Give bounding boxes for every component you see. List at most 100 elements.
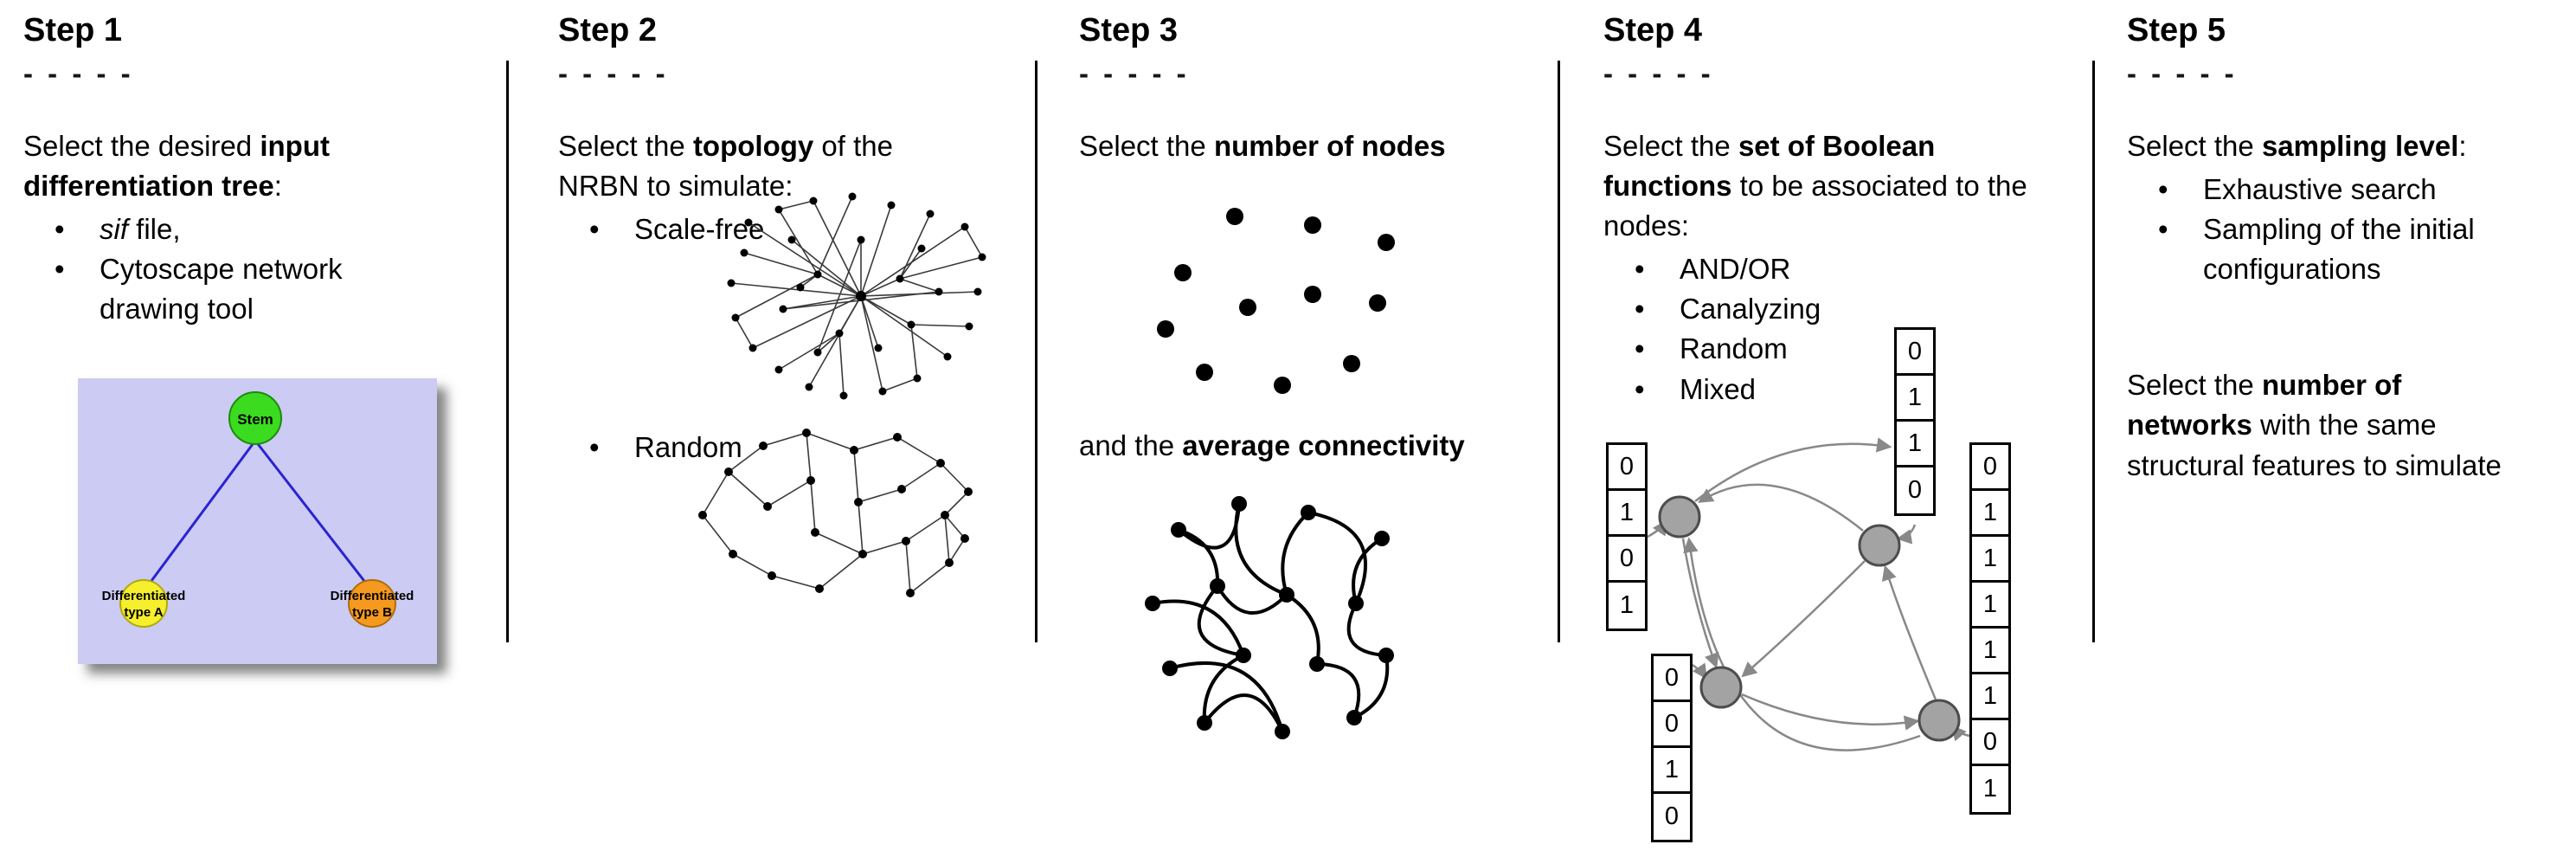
- step-4-column: Step 4 - - - - - Select the set of Boole…: [1603, 10, 2157, 842]
- bullet-marker: •: [1635, 332, 1645, 365]
- bullet-item: • Exhaustive search: [2127, 170, 2560, 210]
- step-1-column: Step 1 - - - - - Select the desired inpu…: [23, 10, 508, 664]
- intro-post: of the NRBN to simulate:: [558, 129, 893, 202]
- step-5-bullets: • Exhaustive search • Sampling of the in…: [2127, 170, 2560, 290]
- bullet-label-rest: file,: [128, 212, 181, 245]
- differentiation-tree-illustration: Stem Differentiated type A Differentiate…: [78, 378, 437, 664]
- bullet-item: • Scale-free: [558, 210, 1025, 249]
- step-5-dashes: - - - - -: [2127, 56, 2238, 89]
- step-4-dashes: - - - - -: [1603, 56, 1714, 89]
- connectivity-network-illustration: [1145, 496, 1394, 739]
- truth-table-cell: 0: [1609, 445, 1645, 491]
- truth-table-cell: 1: [1654, 748, 1690, 794]
- intro-post: :: [273, 169, 282, 202]
- step-2-column: Step 2 - - - - - Select the topology of …: [558, 10, 1025, 597]
- tree-edge-b: [254, 440, 369, 585]
- intro-pre: Select the: [558, 129, 693, 162]
- truth-table-cell: 0: [1897, 330, 1933, 376]
- intro-bold: sampling level: [2261, 129, 2459, 162]
- truth-table-cell: 0: [1907, 476, 1923, 504]
- intro-pre: Select the: [1079, 129, 1214, 162]
- step-3-second-line: and the average connectivity: [1079, 426, 1465, 466]
- truth-table-cell: 0: [1609, 537, 1645, 583]
- step-5-intro: Select the sampling level:: [2127, 126, 2560, 166]
- intro-pre: Select the: [1603, 129, 1738, 162]
- column-divider: [506, 61, 509, 642]
- differentiation-tree-svg: Stem Differentiated type A Differentiate…: [78, 378, 437, 664]
- step-4-intro: Select the set of Boolean functions to b…: [1603, 126, 2036, 247]
- truth-table-cell: 0: [1654, 702, 1690, 748]
- truth-table-cell: 1: [1972, 537, 2008, 583]
- step-2-bullets: • Scale-free: [558, 210, 1025, 249]
- truth-table-cell: 1: [1972, 583, 2008, 629]
- step-1-intro: Select the desired input differentiation…: [23, 126, 491, 206]
- step-4-bullets: • AND/OR • Canalyzing • Random • Mixed: [1603, 249, 2157, 409]
- bullet-item: • sif file,: [23, 210, 508, 249]
- step-4-title: Step 4: [1603, 12, 1703, 48]
- second-bold: average connectivity: [1182, 429, 1465, 461]
- second-pre: Select the: [2127, 369, 2262, 402]
- truth-table-cell: 1: [1982, 775, 1998, 803]
- bullet-label: Random: [1680, 332, 1788, 365]
- step-1-dashes: - - - - -: [23, 56, 134, 89]
- bullet-item: • Random: [558, 428, 742, 467]
- intro-pre: Select the desired: [23, 129, 260, 162]
- column-divider: [1558, 61, 1560, 642]
- truth-table-cell: 1: [1609, 491, 1645, 537]
- bullet-item: • Sampling of the initial configurations: [2127, 210, 2560, 289]
- step-2-dashes: - - - - -: [558, 56, 669, 89]
- bullet-label: Cytoscape network drawing tool: [100, 253, 343, 326]
- step-5-second-paragraph: Select the number of networks with the s…: [2127, 365, 2516, 486]
- bullet-marker: •: [2158, 172, 2168, 205]
- intro-pre: Select the: [2127, 129, 2262, 162]
- step-1-bullets: • sif file, • Cytoscape network drawing …: [23, 210, 508, 330]
- column-divider: [1035, 61, 1037, 642]
- bullet-marker: •: [1635, 372, 1645, 405]
- step-5-column: Step 5 - - - - - Select the sampling lev…: [2127, 10, 2560, 486]
- step-1-title: Step 1: [23, 12, 123, 48]
- bullet-marker: •: [55, 212, 65, 245]
- bullet-item: • Canalyzing: [1603, 289, 2157, 329]
- step-2-intro: Select the topology of the NRBN to simul…: [558, 126, 965, 206]
- intro-bold: topology: [692, 129, 814, 162]
- bullet-marker: •: [589, 212, 600, 245]
- type-b-label-line1: Differentiated: [331, 589, 414, 603]
- bullet-marker: •: [589, 431, 600, 463]
- truth-table-cell: 0: [1654, 656, 1690, 702]
- truth-table-cell: 1: [1897, 422, 1933, 467]
- stem-label: Stem: [237, 411, 273, 428]
- intro-post: to be associated to the nodes:: [1603, 169, 2027, 242]
- node-dots-illustration: [1157, 208, 1395, 394]
- type-a-label-line1: Differentiated: [102, 589, 186, 603]
- sif-italic: sif: [100, 212, 128, 245]
- bullet-item: • AND/OR: [1603, 249, 2157, 289]
- intro-bold: set of Boolean functions: [1603, 129, 1936, 202]
- bullet-label: Sampling of the initial configurations: [2203, 212, 2475, 286]
- stem-node: [228, 391, 282, 445]
- bullet-item: • Random: [1603, 329, 2157, 369]
- truth-table-cell: 0: [1664, 803, 1680, 830]
- bullet-item: • Cytoscape network drawing tool: [23, 249, 508, 329]
- boolean-network-illustration: [1647, 437, 1970, 751]
- truth-table-cell: 1: [1972, 629, 2008, 674]
- second-post: with the same structural features to sim…: [2127, 409, 2502, 481]
- type-b-node: [348, 579, 396, 628]
- step-3-intro: Select the number of nodes: [1079, 126, 1598, 166]
- intro-bold: number of nodes: [1213, 129, 1446, 162]
- bullet-label: Mixed: [1680, 372, 1757, 405]
- bullet-label: Random: [634, 431, 742, 463]
- scale-free-network-illustration: [727, 192, 986, 400]
- bullet-label: Canalyzing: [1680, 293, 1821, 326]
- bullet-label: sif file,: [100, 210, 181, 249]
- tree-edge-a: [147, 440, 257, 585]
- truth-table-cell: 0: [1972, 445, 2008, 491]
- intro-bold: input differentiation tree: [23, 129, 330, 202]
- bullet-item: • Mixed: [1603, 370, 2157, 409]
- truth-table-cell: 1: [1619, 591, 1635, 619]
- column-divider: [2092, 61, 2095, 642]
- bullet-label: Scale-free: [634, 212, 765, 245]
- second-bold: number of networks: [2127, 369, 2402, 442]
- bullet-label: Exhaustive search: [2203, 172, 2437, 205]
